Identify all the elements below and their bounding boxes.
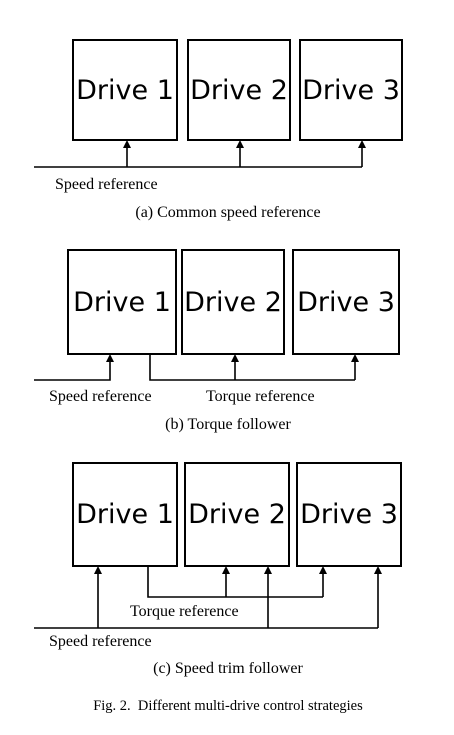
torque-output-line: [149, 354, 355, 381]
panel-a: Drive 1 Drive 2 Drive 3 Speed reference …: [34, 39, 403, 221]
panel-b: Drive 1 Drive 2 Drive 3 Speed reference …: [34, 249, 400, 433]
drive-1-box: [72, 462, 178, 567]
drive-2-box: [184, 462, 290, 567]
drive-1-label: Drive 1: [73, 287, 171, 318]
drive-3-label: Drive 3: [300, 499, 398, 530]
drive-3-box: [292, 249, 400, 355]
drive-3-label: Drive 3: [297, 287, 395, 318]
drive-2-box: [181, 249, 285, 355]
speed-reference-label: Speed reference: [49, 633, 152, 650]
drive-3-box: [296, 462, 402, 567]
drive-1-box: [72, 39, 178, 141]
panel-a-caption: (a) Common speed reference: [135, 204, 320, 221]
speed-reference-label: Speed reference: [55, 176, 158, 193]
speed-reference-line: [34, 354, 114, 381]
figure-caption: Fig. 2. Different multi-drive control st…: [93, 698, 363, 714]
drive-3-box: [299, 39, 403, 141]
torque-reference-label: Torque reference: [130, 603, 239, 620]
drive-2-label: Drive 2: [188, 499, 286, 530]
drive-1-label: Drive 1: [76, 75, 174, 106]
drive-1-label: Drive 1: [76, 499, 174, 530]
speed-reference-label: Speed reference: [49, 388, 152, 405]
panel-b-caption: (b) Torque follower: [165, 416, 291, 433]
drive-1-box: [67, 249, 177, 355]
drive-2-box: [187, 39, 291, 141]
torque-reference-label: Torque reference: [206, 388, 315, 405]
torque-label-background: [128, 601, 262, 619]
drive-2-label: Drive 2: [190, 75, 288, 106]
torque-output-line: [147, 566, 323, 598]
drive-3-label: Drive 3: [302, 75, 400, 106]
panel-c-caption: (c) Speed trim follower: [153, 660, 303, 677]
panel-c: Drive 1 Drive 2 Drive 3 Torque reference…: [34, 462, 402, 677]
drive-2-label: Drive 2: [184, 287, 282, 318]
